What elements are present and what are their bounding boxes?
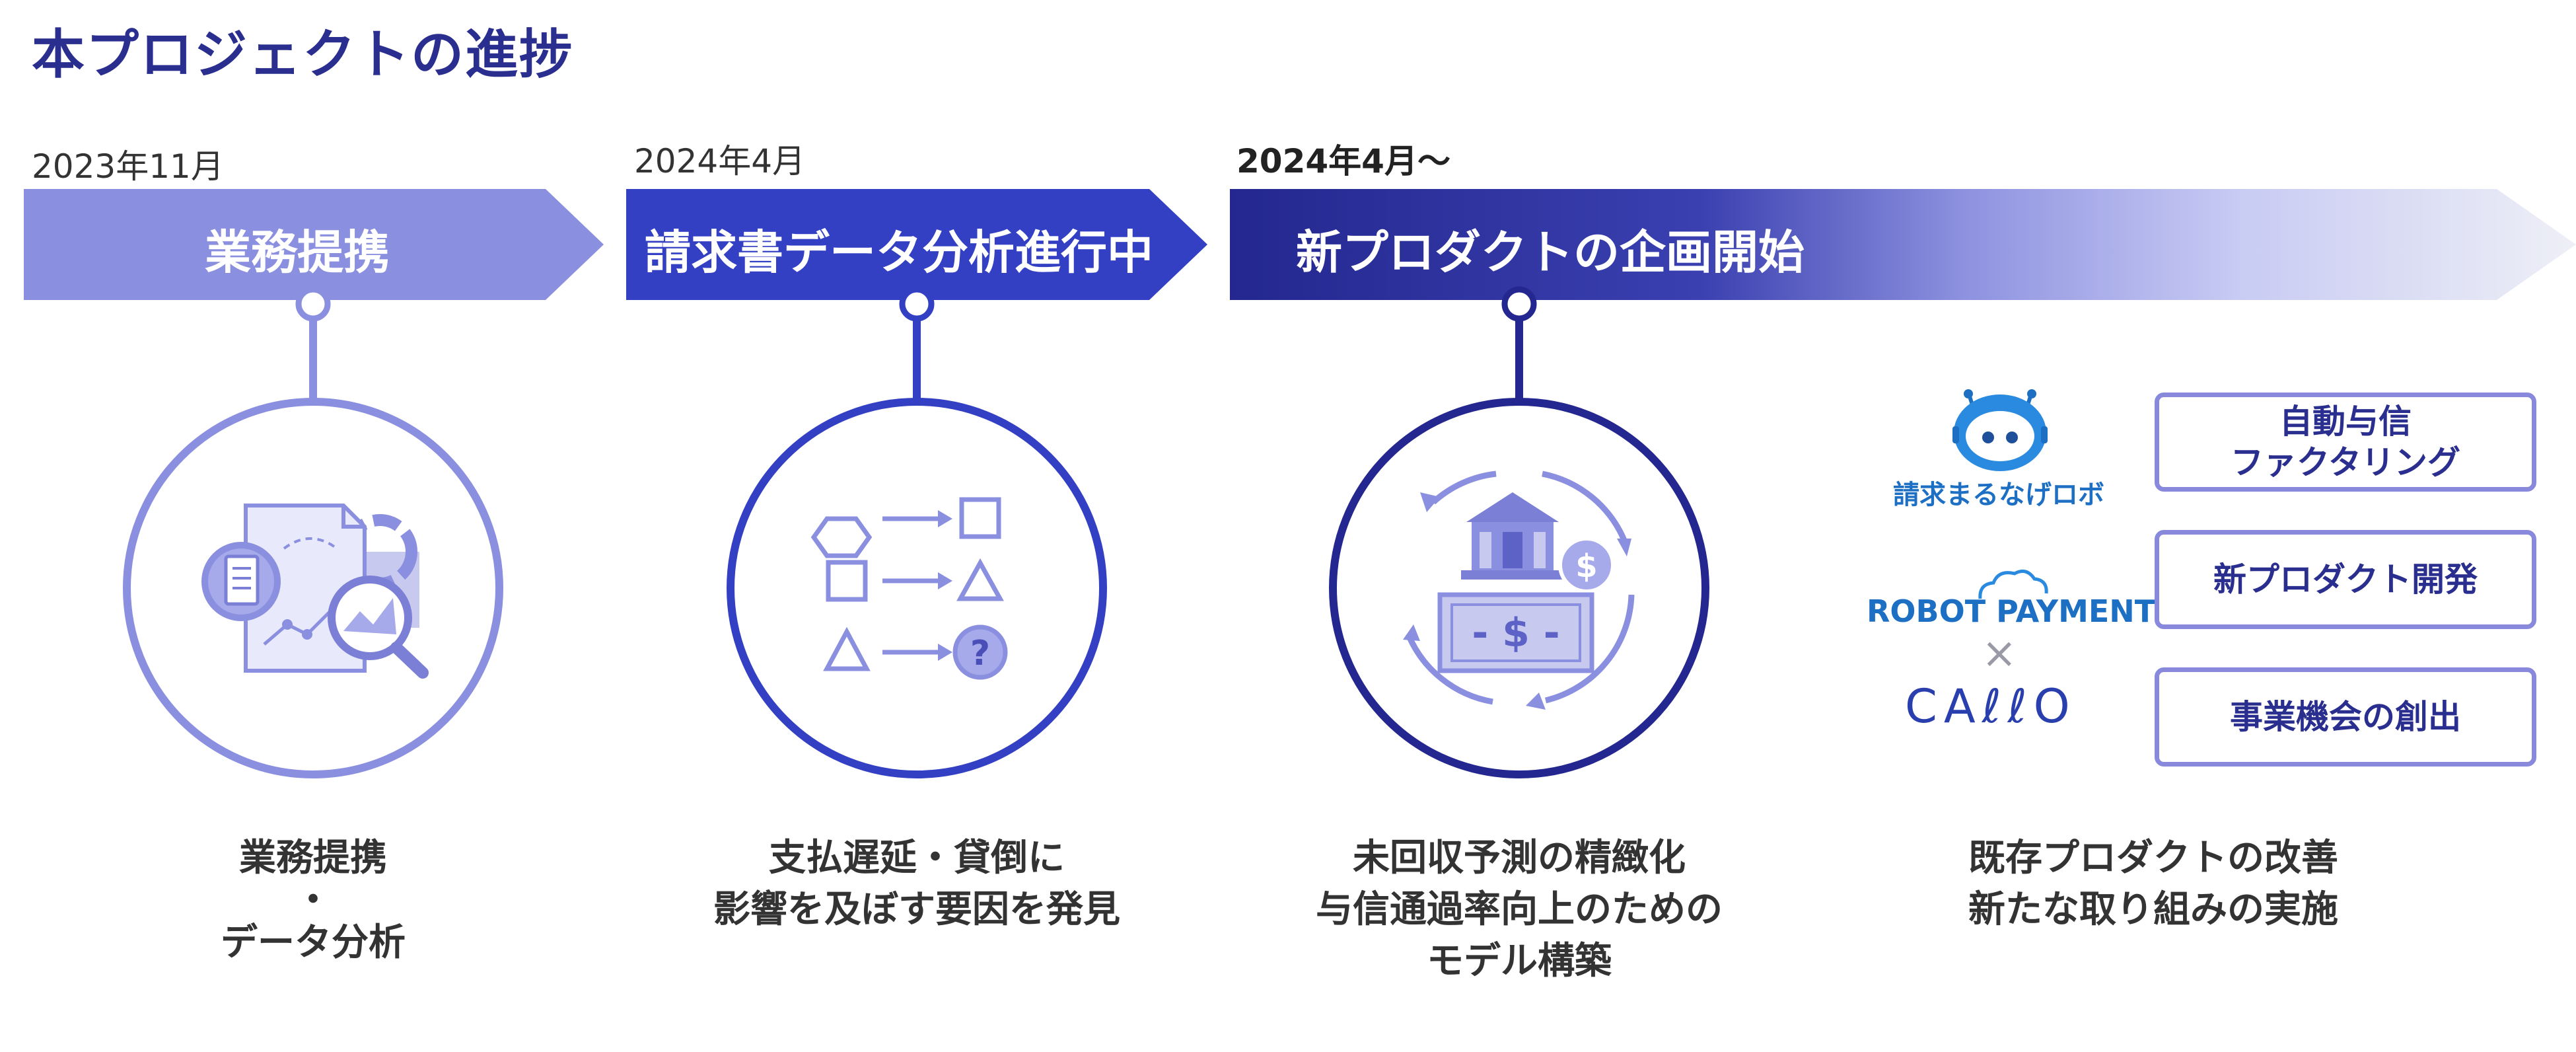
shape-mapping-icon: ? [810, 497, 1008, 680]
stage-3-arrow [1230, 189, 2576, 300]
stage-1-arrow [24, 189, 604, 300]
stage-3-node [1501, 286, 1537, 322]
stage-3-circle [1329, 398, 1709, 778]
caflo-logo: CAℓℓO [1905, 679, 2077, 733]
robot-mascot-icon [1952, 389, 2048, 471]
stage-2-label: 請求書データ分析進行中 [645, 225, 1153, 280]
document-analysis-icon [201, 504, 429, 679]
stage-1-node [295, 286, 331, 322]
stage-3-caption: 未回収予測の精緻化 与信通過率向上のための モデル構築 [1316, 837, 1723, 983]
cloud-icon [1978, 569, 2048, 599]
stage-1-label: 業務提携 [205, 225, 390, 280]
stage-3-date: 2024年4月～ [1236, 142, 1450, 180]
tag-business-opportunity: 事業機会の創出 [2155, 667, 2536, 767]
stage-1-date: 2023年11月 [32, 147, 224, 186]
svg-text:- $ -: - $ - [1472, 610, 1559, 656]
stage-3-label: 新プロダクトの企画開始 [1296, 225, 1805, 280]
stage-2-arrow [626, 189, 1207, 300]
stage-2-caption: 支払遅延・貸倒に 影響を及ぼす要因を発見 [713, 837, 1120, 931]
finance-cycle-icon: $ - $ - [1403, 470, 1635, 710]
tag-auto-credit-factoring: 自動与信 ファクタリング [2155, 393, 2536, 492]
robot-product-name: 請求まるなげロボ [1893, 480, 2104, 510]
stage-2-date: 2024年4月 [634, 142, 806, 180]
page-title: 本プロジェクトの進捗 [32, 24, 573, 85]
stage-1-caption: 業務提携 ・ データ分析 [221, 837, 406, 964]
collaboration-times: × [1982, 629, 2017, 678]
robot-payment-logo: ROBOT PAYMENT [1867, 593, 2156, 629]
stage-2-circle [727, 398, 1107, 778]
final-caption: 既存プロダクトの改善 新たな取り組みの実施 [1968, 837, 2338, 931]
svg-text:?: ? [970, 634, 990, 673]
stage-2-node [899, 286, 935, 322]
tag-new-product-development: 新プロダクト開発 [2155, 530, 2536, 629]
svg-text:$: $ [1575, 548, 1597, 585]
